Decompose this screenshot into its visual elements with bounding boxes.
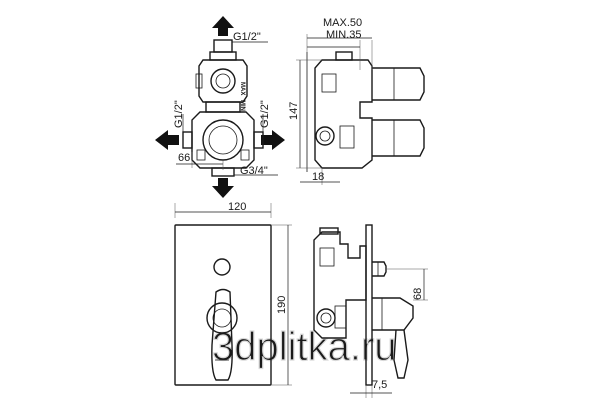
body-offset-label: 18 [312, 171, 324, 183]
plate-depth-label: 7,5 [372, 379, 387, 391]
plate-front-view: 120 190 [174, 201, 292, 386]
body-front-view: MAX MIN G1/2" G1/2" G1/2" 66 G3/4" [155, 16, 285, 198]
bottom-outlet-arrow [212, 178, 234, 198]
plate-height-label: 190 [276, 296, 288, 314]
left-inlet-arrow [155, 130, 179, 150]
body-marking-min: MIN [239, 100, 245, 111]
installed-side-view: 68 7,5 [313, 224, 428, 398]
body-side-view: MAX.50 MIN.35 147 18 [288, 17, 425, 185]
top-outlet-arrow [212, 16, 234, 36]
right-inlet-arrow [261, 130, 285, 150]
body-height-label: 147 [288, 102, 300, 120]
right-inlet-label: G1/2" [259, 100, 271, 128]
bottom-outlet-label: G3/4" [240, 165, 268, 177]
top-outlet-label: G1/2" [233, 31, 261, 43]
depth-max-label: MAX.50 [323, 17, 362, 29]
inlet-offset-label: 66 [178, 152, 190, 164]
watermark: 3dplitka.ru [212, 325, 397, 369]
handle-offset-label: 68 [412, 288, 424, 300]
plate-width-label: 120 [228, 201, 246, 213]
body-marking-max: MAX [239, 82, 245, 95]
depth-min-label: MIN.35 [326, 29, 361, 41]
left-inlet-label: G1/2" [173, 100, 185, 128]
